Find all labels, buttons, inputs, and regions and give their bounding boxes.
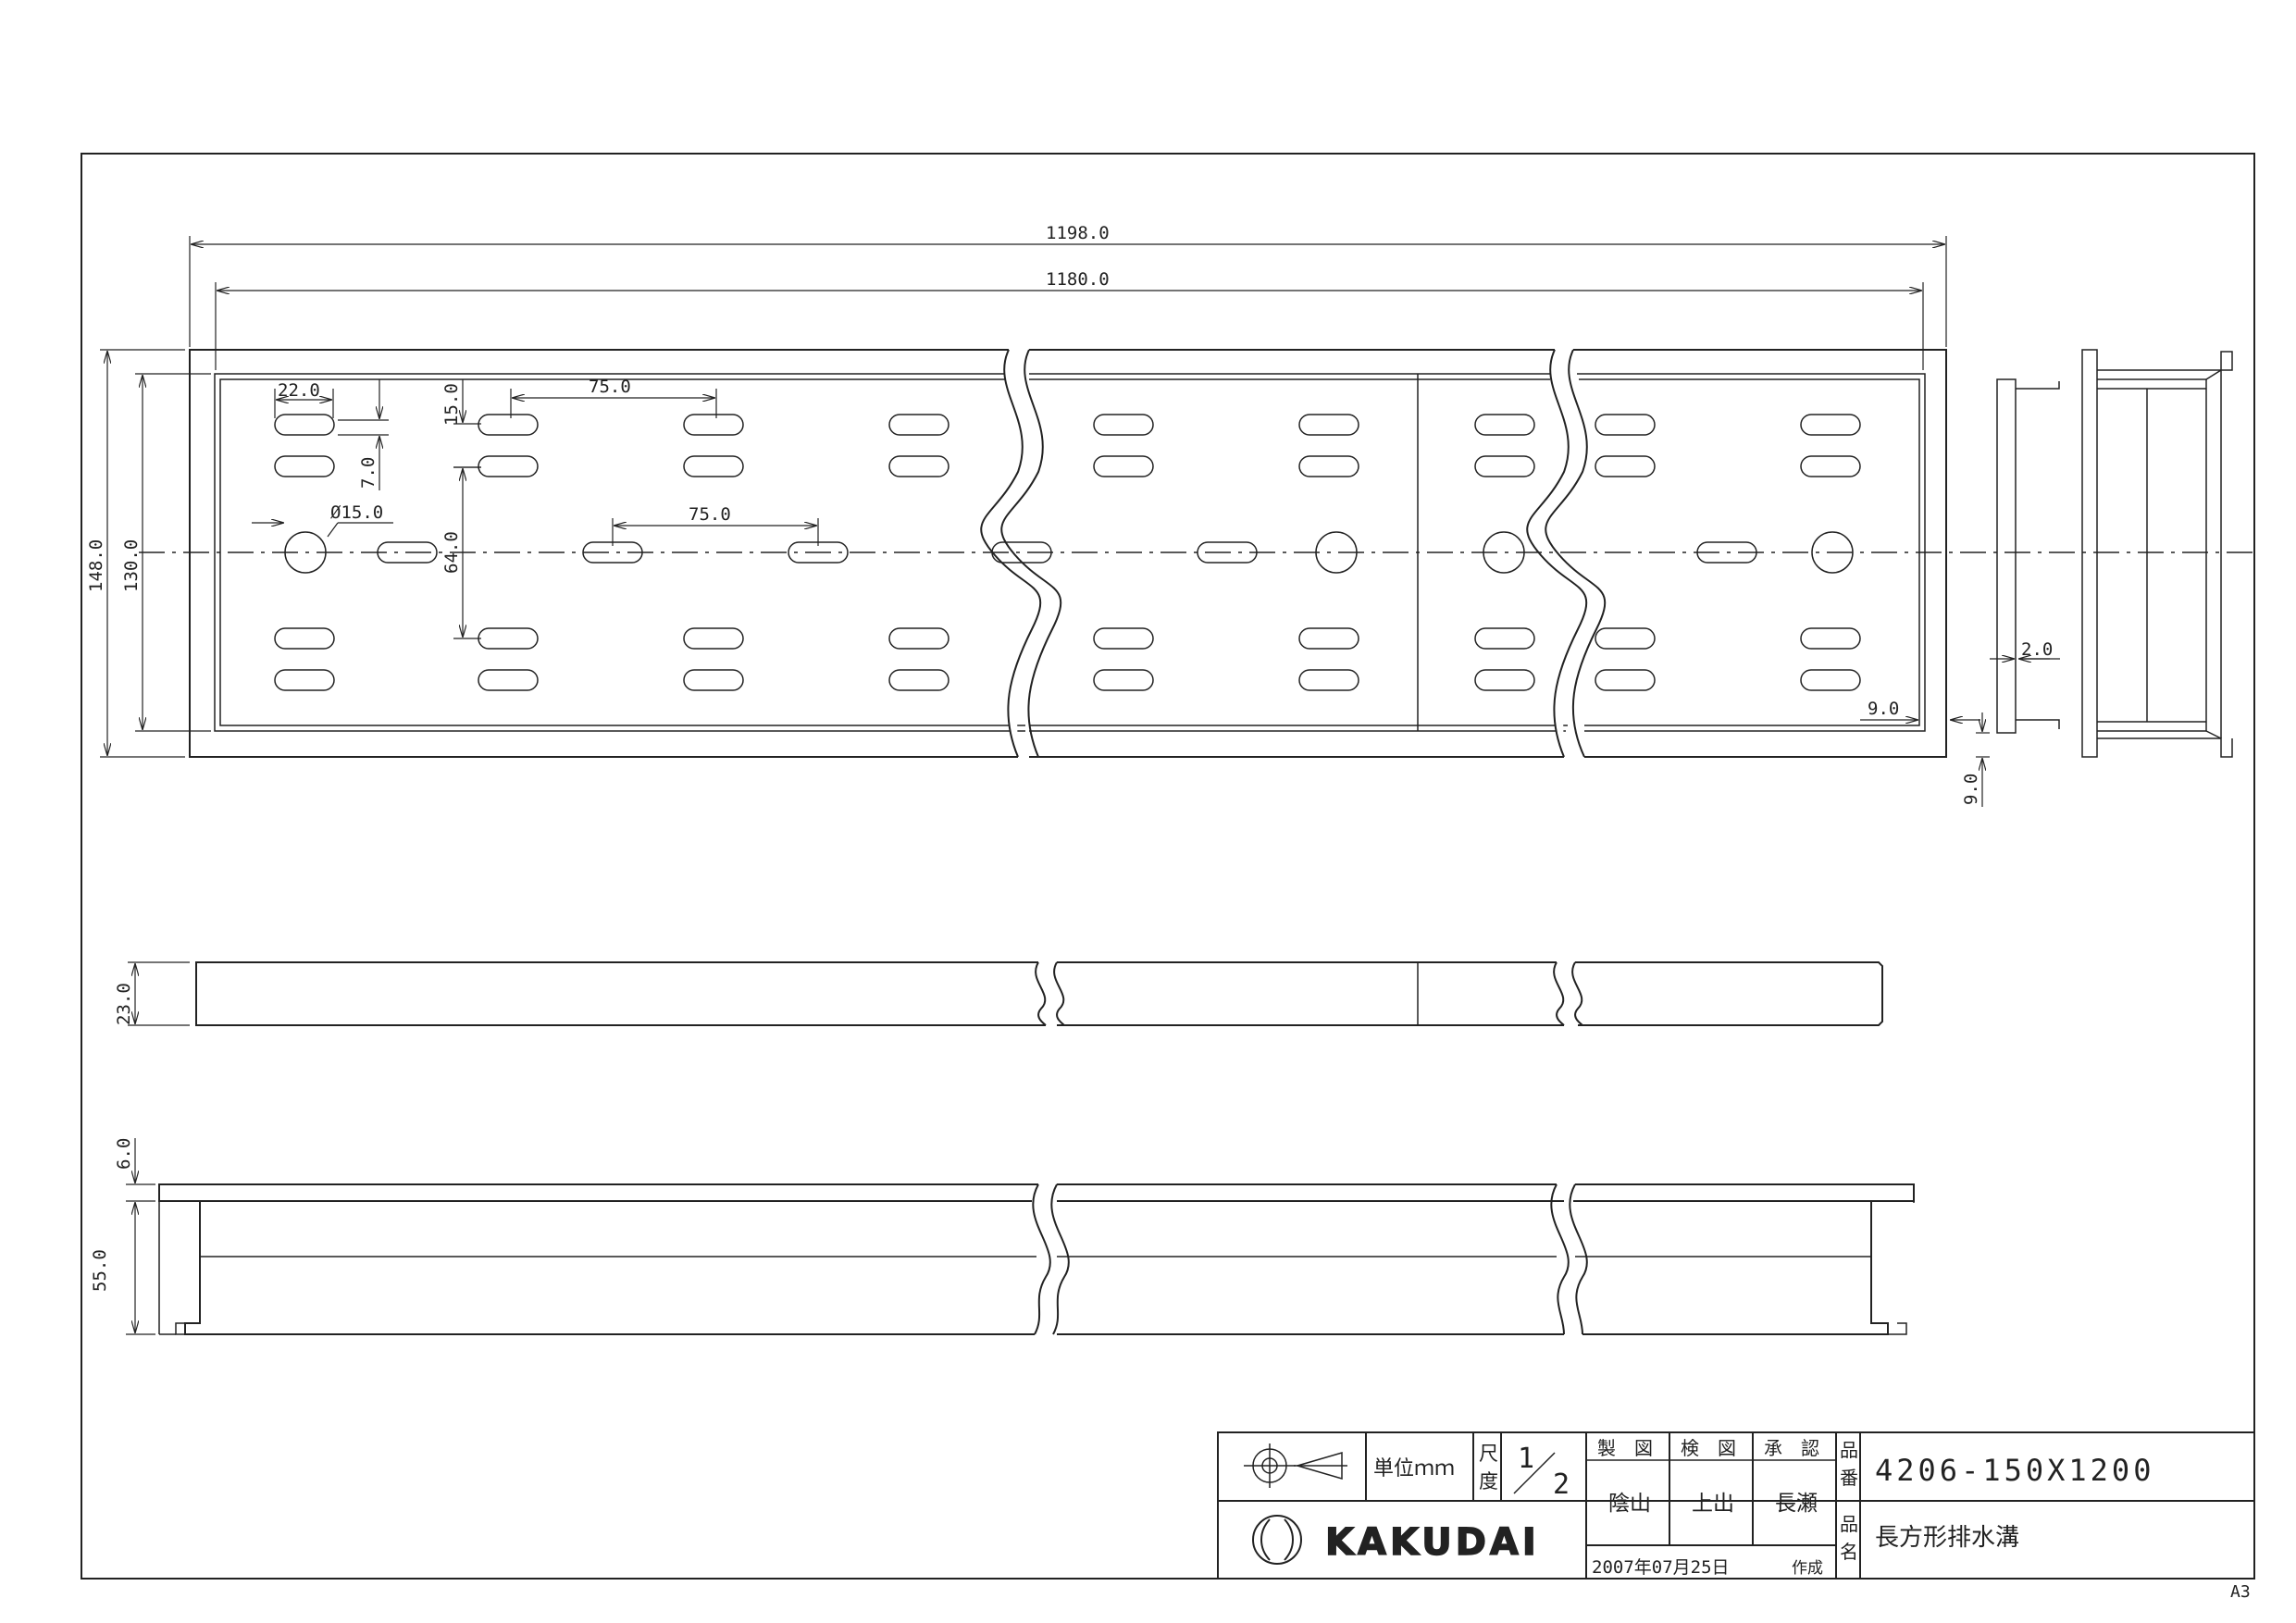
slot-6-2 bbox=[1474, 627, 1535, 650]
dim-wall-thickness: 2.0 bbox=[2021, 639, 2053, 660]
third-angle-projection-icon bbox=[1244, 1443, 1347, 1488]
center-slot-4 bbox=[1197, 541, 1258, 564]
slot-8-1 bbox=[1800, 455, 1861, 477]
slot-5-0 bbox=[1298, 414, 1359, 436]
slot-7-0 bbox=[1595, 414, 1656, 436]
drawn-by: 陰山 bbox=[1608, 1492, 1651, 1516]
slot-5-3 bbox=[1298, 669, 1359, 691]
sheet-border bbox=[81, 153, 2255, 1580]
slot-0-3 bbox=[274, 669, 335, 691]
plan-outer-frame bbox=[189, 349, 1947, 758]
dim-slot-pitch-horizontal: 75.0 bbox=[589, 377, 631, 397]
slot-4-1 bbox=[1093, 455, 1154, 477]
slot-pattern bbox=[274, 414, 1861, 691]
scale-denominator: 2 bbox=[1553, 1468, 1570, 1501]
dim-hole-diameter: Ø15.0 bbox=[330, 502, 383, 523]
dim-inner-width: 130.0 bbox=[121, 539, 142, 592]
drain-hole-2 bbox=[1315, 531, 1358, 574]
dim-bottom-offset: 9.0 bbox=[1961, 774, 1981, 805]
approved-header: 承 認 bbox=[1764, 1437, 1819, 1459]
slot-0-0 bbox=[274, 414, 335, 436]
dim-frame-height: 55.0 bbox=[90, 1249, 110, 1292]
slot-6-0 bbox=[1474, 414, 1535, 436]
scale-numerator: 1 bbox=[1518, 1443, 1534, 1475]
slot-1-0 bbox=[478, 414, 539, 436]
slot-4-2 bbox=[1093, 627, 1154, 650]
slot-1-1 bbox=[478, 455, 539, 477]
title-block: 単位ｍｍ 尺 度 1 2 製 図 検 図 承 認 陰山 上出 長瀬 品 番 42… bbox=[1217, 1431, 2255, 1580]
checked-header: 検 図 bbox=[1681, 1437, 1736, 1459]
center-slot-3 bbox=[991, 541, 1052, 564]
dim-overall-width: 148.0 bbox=[86, 539, 106, 592]
part-name-label-1: 品 bbox=[1840, 1513, 1858, 1535]
slot-7-3 bbox=[1595, 669, 1656, 691]
slot-8-0 bbox=[1800, 414, 1861, 436]
dim-slot-width: 7.0 bbox=[358, 457, 379, 489]
dim-slot-pitch-vertical: 15.0 bbox=[441, 383, 462, 426]
slot-3-0 bbox=[888, 414, 949, 436]
slot-7-2 bbox=[1595, 627, 1656, 650]
slot-3-3 bbox=[888, 669, 949, 691]
drawn-header: 製 図 bbox=[1597, 1437, 1653, 1459]
dim-grate-height: 23.0 bbox=[114, 983, 134, 1025]
checked-by: 上出 bbox=[1692, 1492, 1734, 1516]
slot-0-1 bbox=[274, 455, 335, 477]
slot-6-1 bbox=[1474, 455, 1535, 477]
dim-inner-length: 1180.0 bbox=[1046, 269, 1110, 290]
part-name: 長方形排水溝 bbox=[1875, 1524, 2019, 1552]
slot-4-3 bbox=[1093, 669, 1154, 691]
break-line-1a bbox=[980, 349, 1042, 758]
part-number: 4206-150X1200 bbox=[1875, 1453, 2154, 1488]
slot-2-2 bbox=[683, 627, 744, 650]
break-line-2b bbox=[1545, 349, 1607, 758]
slot-6-3 bbox=[1474, 669, 1535, 691]
dim-slot-length: 22.0 bbox=[278, 380, 320, 401]
part-name-label-2: 名 bbox=[1840, 1541, 1858, 1563]
slot-5-2 bbox=[1298, 627, 1359, 650]
kakudai-logo-icon bbox=[1252, 1515, 1302, 1565]
scale-label-bottom: 度 bbox=[1479, 1470, 1498, 1493]
frame-elevation-view: 6.0 55.0 bbox=[90, 1138, 1915, 1335]
slot-3-1 bbox=[888, 455, 949, 477]
dim-frame-top: 6.0 bbox=[114, 1138, 134, 1170]
dim-center-slot-pitch: 75.0 bbox=[689, 504, 731, 525]
slot-8-2 bbox=[1800, 627, 1861, 650]
company-name: KAKUDAI bbox=[1325, 1521, 1540, 1564]
grate-elevation-view: 23.0 bbox=[114, 961, 1883, 1026]
slot-8-3 bbox=[1800, 669, 1861, 691]
drain-hole-1 bbox=[284, 531, 327, 574]
slot-1-2 bbox=[478, 627, 539, 650]
break-line-1b bbox=[1000, 349, 1062, 758]
slot-3-2 bbox=[888, 627, 949, 650]
dim-side-offset: 9.0 bbox=[1868, 699, 1899, 719]
sheet-size-label: A3 bbox=[2230, 1582, 2251, 1602]
drain-hole-3 bbox=[1483, 531, 1525, 574]
approved-by: 長瀬 bbox=[1775, 1492, 1818, 1516]
slot-1-3 bbox=[478, 669, 539, 691]
slot-2-0 bbox=[683, 414, 744, 436]
plan-view: 1198.0 1180.0 148.0 130.0 22.0 7.0 15.0 bbox=[86, 223, 2258, 758]
dim-overall-length: 1198.0 bbox=[1046, 223, 1110, 243]
slot-4-0 bbox=[1093, 414, 1154, 436]
slot-7-1 bbox=[1595, 455, 1656, 477]
part-no-label-1: 品 bbox=[1840, 1439, 1858, 1461]
end-view: 2.0 9.0 bbox=[1961, 349, 2233, 807]
drain-hole-4 bbox=[1811, 531, 1854, 574]
slot-2-3 bbox=[683, 669, 744, 691]
plan-inner-grate bbox=[214, 373, 1926, 732]
slot-5-1 bbox=[1298, 455, 1359, 477]
creation-date: 2007年07月25日 bbox=[1592, 1557, 1730, 1578]
created-label: 作成 bbox=[1792, 1559, 1823, 1578]
center-slot-0 bbox=[377, 541, 438, 564]
unit-label: 単位ｍｍ bbox=[1373, 1457, 1455, 1481]
scale-label-top: 尺 bbox=[1479, 1443, 1498, 1465]
center-slot-5 bbox=[1696, 541, 1757, 564]
slot-0-2 bbox=[274, 627, 335, 650]
dim-inner-span: 64.0 bbox=[441, 531, 462, 574]
part-no-label-2: 番 bbox=[1840, 1467, 1858, 1489]
slot-2-1 bbox=[683, 455, 744, 477]
